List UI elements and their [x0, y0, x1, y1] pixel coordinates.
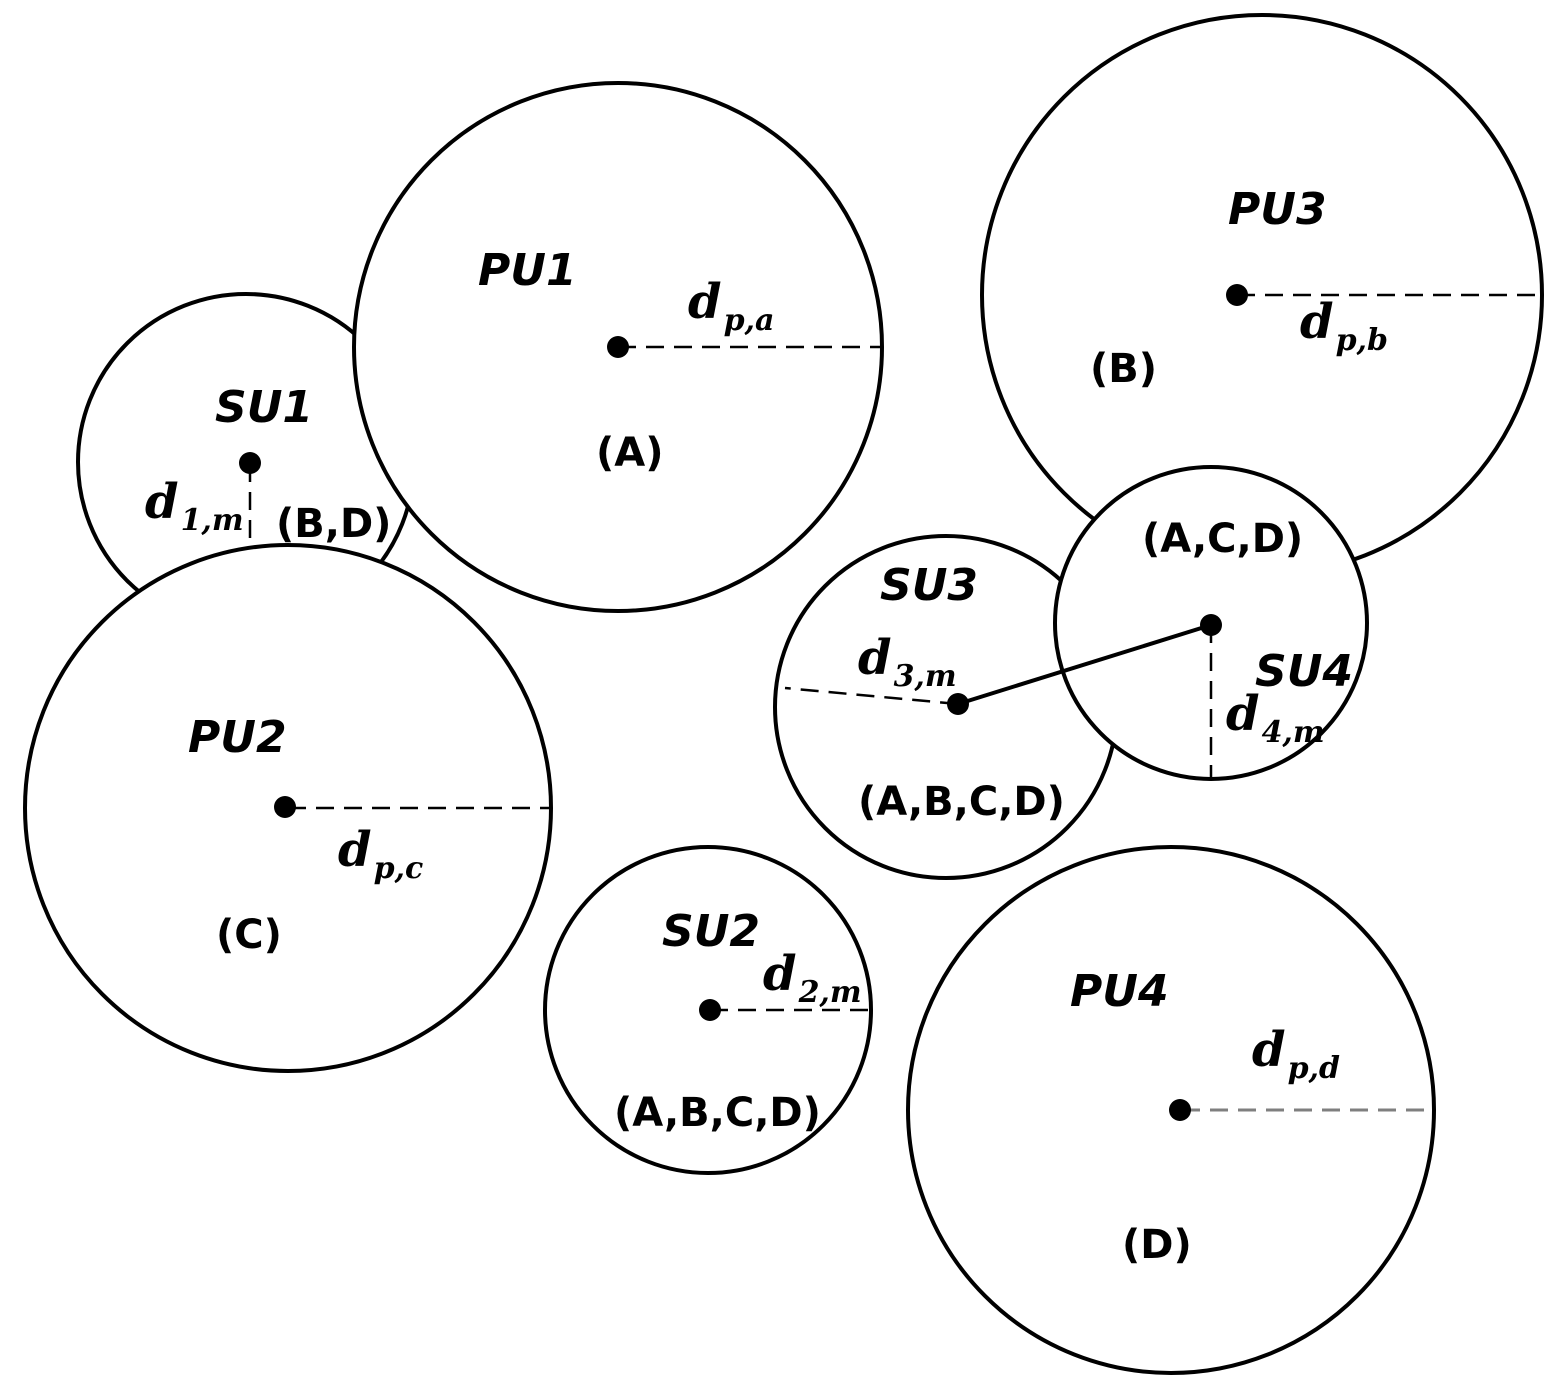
pu1-channels: (A)	[596, 430, 664, 476]
su4-distance-label: d4,m	[1226, 686, 1325, 750]
su1-distance-label: d1,m	[145, 474, 244, 538]
pu4-channels: (D)	[1122, 1222, 1192, 1268]
pu3-center-dot	[1226, 284, 1248, 306]
pu2-center-dot	[274, 796, 296, 818]
pu2-distance-label: dp,c	[338, 822, 423, 886]
su4-channels: (A,C,D)	[1142, 516, 1303, 562]
pu4-center-dot	[1169, 1099, 1191, 1121]
su4-center-dot	[1200, 614, 1222, 636]
su1-center-dot	[239, 452, 261, 474]
su3-radius-line	[784, 686, 959, 706]
su3-su4-link	[957, 623, 1212, 706]
pu3-channels: (B)	[1090, 346, 1157, 392]
su3-distance-label: d3,m	[858, 630, 957, 694]
pu1-center-dot	[607, 336, 629, 358]
su4-name: SU4	[1255, 646, 1353, 697]
su1-name: SU1	[215, 382, 313, 433]
su2-name: SU2	[662, 906, 760, 957]
su2-distance-label: d2,m	[763, 946, 862, 1010]
pu4-distance-label: dp,d	[1252, 1022, 1340, 1086]
su3-center-dot	[947, 693, 969, 715]
pu2-channels: (C)	[216, 912, 282, 958]
pu4-name: PU4	[1070, 966, 1169, 1017]
pu3-distance-label: dp,b	[1300, 294, 1388, 358]
pu1-name: PU1	[478, 245, 577, 296]
su2-channels: (A,B,C,D)	[614, 1090, 821, 1136]
pu1-distance-label: dp,a	[688, 274, 774, 338]
pu2-name: PU2	[188, 712, 287, 763]
su1-channels: (B,D)	[276, 501, 391, 547]
su3-channels: (A,B,C,D)	[858, 779, 1065, 825]
su2-center-dot	[699, 999, 721, 1021]
su3-name: SU3	[880, 560, 978, 611]
pu3-name: PU3	[1228, 184, 1327, 235]
